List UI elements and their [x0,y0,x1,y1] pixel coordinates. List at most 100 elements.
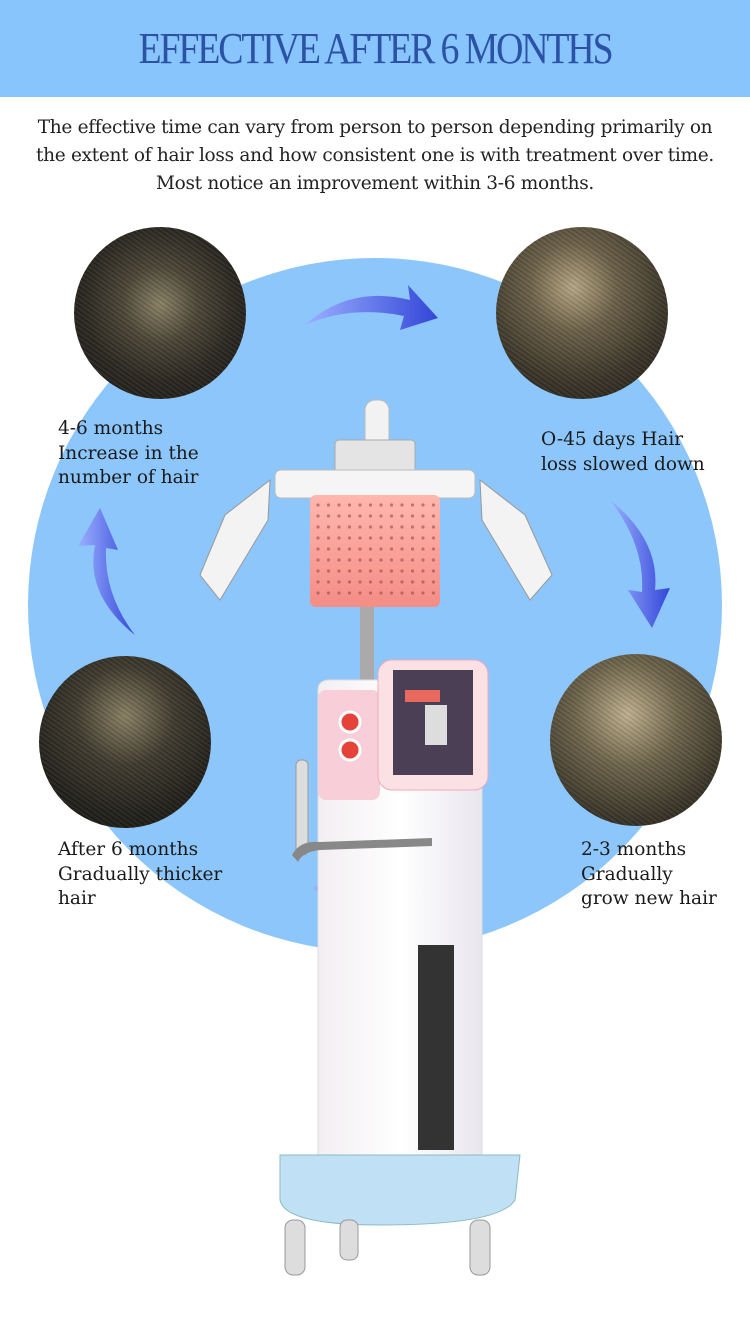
curved-arrow-icon [78,508,135,635]
hair-photo-4-6-months [74,227,246,399]
laser-hair-device [199,399,553,1276]
laser-dot [421,536,425,540]
laser-dot [326,525,331,529]
laser-dot [347,525,352,529]
laser-dot [347,536,352,540]
curved-arrow-icon [610,500,670,628]
laser-dot [326,558,331,562]
stage-label-line: Gradually [581,863,673,885]
laser-dot [389,591,394,595]
laser-dot [410,547,415,551]
laser-dot [421,514,425,518]
laser-dot [431,547,436,551]
laser-dot [431,569,436,573]
laser-dot [358,503,362,507]
stage-label-4-6-months: 4-6 months Increase in the number of hai… [58,417,199,491]
hair-photo-after-6-months [39,656,211,828]
laser-dot [400,580,404,584]
laser-dot [400,558,404,562]
laser-dot [347,558,352,562]
laser-dot [410,591,415,595]
laser-dot [358,536,362,540]
laser-dot [389,536,394,540]
laser-dot [358,569,362,573]
laser-dot [410,558,415,562]
laser-dot [379,514,383,518]
laser-dot [379,547,383,551]
laser-dot [410,580,415,584]
laser-dot [431,536,436,540]
laser-dot [358,547,362,551]
laser-dot [337,591,341,595]
laser-dot [326,547,331,551]
laser-dot [326,580,331,584]
laser-dot [347,580,352,584]
laser-dot [358,580,362,584]
laser-dot [337,547,341,551]
laser-dot [400,514,404,518]
laser-dot [389,547,394,551]
laser-dot [316,591,320,595]
stage-label-line: Increase in the [58,442,199,464]
laser-dot [316,558,320,562]
laser-dot [431,580,436,584]
laser-dot [389,580,394,584]
laser-dot [316,503,320,507]
laser-dot [400,569,404,573]
hair-photo-2-3-months [550,654,722,826]
stage-label-line: number of hair [58,467,199,488]
laser-dot [347,591,352,595]
laser-dot [337,569,341,573]
laser-dot [400,547,404,551]
laser-dot [389,503,394,507]
laser-dot [431,525,436,529]
stage-label-line: grow new hair [581,888,717,909]
laser-dot [368,569,373,573]
laser-dot [368,536,373,540]
laser-dot [326,514,331,518]
laser-dot [337,536,341,540]
hair-photo-0-45-days [496,227,668,399]
laser-dot [410,525,415,529]
laser-dot [421,580,425,584]
laser-dot [358,525,362,529]
laser-dot [421,569,425,573]
laser-dot [421,547,425,551]
laser-dot [337,514,341,518]
laser-dot [431,558,436,562]
laser-dot [347,514,352,518]
laser-dot [368,503,373,507]
laser-dot [421,503,425,507]
stage-label-2-3-months: 2-3 months Gradually grow new hair [581,838,717,912]
laser-dot [368,525,373,529]
laser-dot [410,536,415,540]
laser-dot [358,558,362,562]
laser-dot [400,591,404,595]
laser-dot [326,536,331,540]
laser-dot [347,503,352,507]
stage-label-line: 4-6 months [58,418,164,439]
laser-dot [431,514,436,518]
laser-dot [337,503,341,507]
header-banner: EFFECTIVE AFTER 6 MONTHS [0,0,750,97]
laser-dot [421,558,425,562]
laser-dot [431,591,436,595]
laser-dot [337,558,341,562]
intro-paragraph: The effective time can vary from person … [36,117,714,194]
curved-arrow-icon [305,285,438,330]
laser-dot [379,558,383,562]
laser-dot [400,503,404,507]
laser-dot [326,569,331,573]
laser-dot [316,514,320,518]
laser-dot [347,547,352,551]
laser-dot [410,514,415,518]
laser-dot [326,591,331,595]
laser-dot [326,503,331,507]
laser-dot [379,525,383,529]
stage-label-line: loss slowed down [541,453,705,475]
laser-dot [421,525,425,529]
stage-label-after-6-months: After 6 months Gradually thicker hair [58,838,222,912]
laser-dot [379,536,383,540]
laser-dot [410,569,415,573]
